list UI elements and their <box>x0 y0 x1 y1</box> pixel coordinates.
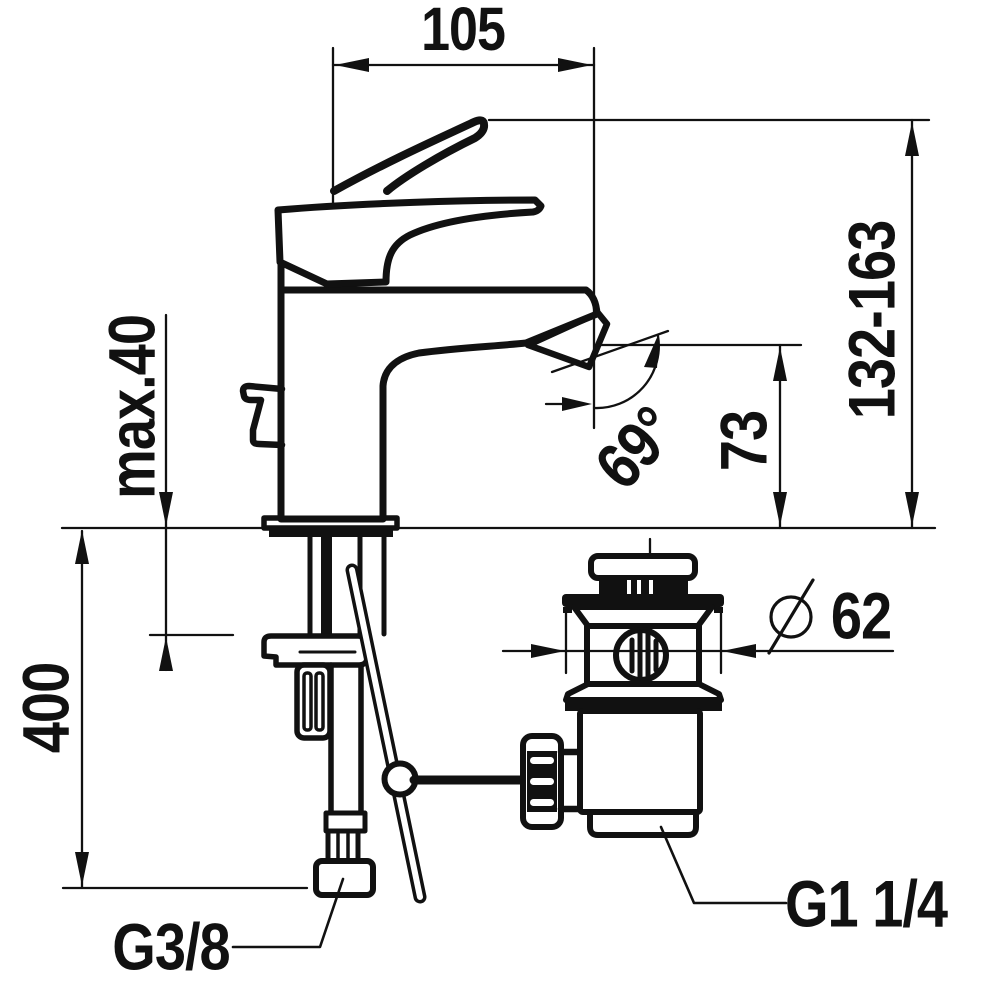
dimension-132-163 <box>487 118 931 530</box>
dimension-max40 <box>148 313 235 672</box>
mounting-backnut <box>294 662 333 741</box>
lift-rod-rear <box>239 382 286 449</box>
mounting-shanks <box>307 533 387 637</box>
dim-label-spout-reach: 105 <box>421 0 506 65</box>
diameter-symbol <box>767 578 815 655</box>
label-supply-thread: G3/8 <box>112 909 230 984</box>
dim-label-waste-diameter: 62 <box>830 578 892 653</box>
dim-label-spout-height: 73 <box>706 410 781 472</box>
dim-label-total-height: 132-163 <box>834 220 909 420</box>
hose-nut-g38 <box>313 858 376 898</box>
dimension-lines <box>61 46 931 949</box>
waste-tailpiece-g114 <box>587 809 699 838</box>
dim-label-deck-thickness: max.40 <box>94 315 169 499</box>
label-waste-thread: G1 1/4 <box>784 866 948 941</box>
leader-g38 <box>231 877 345 949</box>
dim-label-hose-length: 400 <box>8 662 83 754</box>
faucet-body <box>239 116 611 523</box>
supply-hose <box>313 662 376 898</box>
handle-body <box>274 196 545 288</box>
dimension-105 <box>331 46 596 430</box>
rod-clamp-coupling <box>520 733 586 830</box>
pop-up-waste-assembly <box>562 537 724 838</box>
leader-g114 <box>659 825 788 905</box>
mounting-washer <box>261 633 370 668</box>
pop-up-rod <box>345 563 531 904</box>
lever-handle <box>330 116 489 195</box>
dimension-400 <box>61 529 309 890</box>
dimension-dia62 <box>501 578 895 675</box>
waste-flange <box>562 594 724 607</box>
waste-body <box>577 708 703 815</box>
waste-plug-cap <box>588 553 698 581</box>
dimension-69deg <box>544 329 670 411</box>
